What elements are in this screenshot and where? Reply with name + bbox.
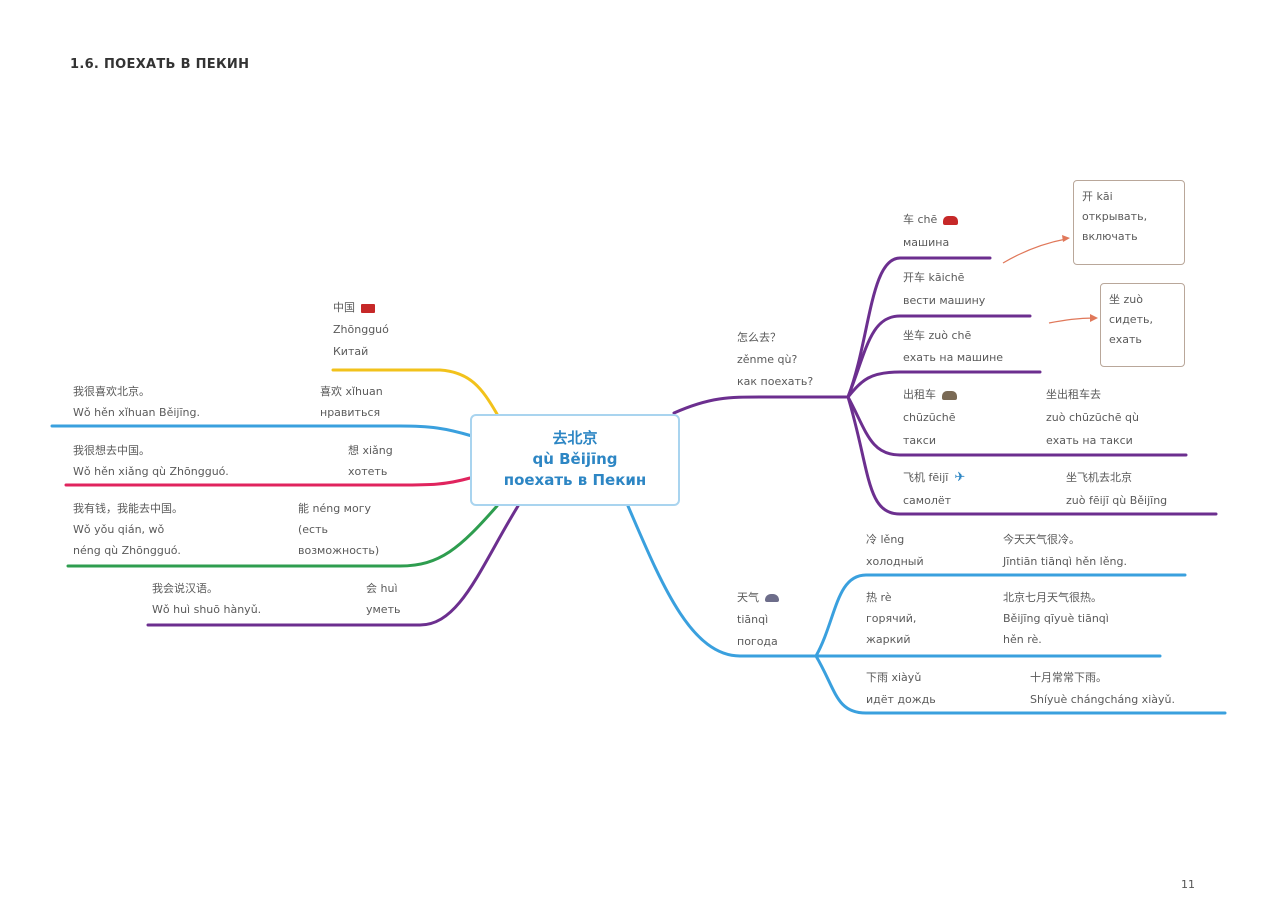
branch-taxi (846, 395, 1188, 457)
leng-example-hanzi: 今天天气很冷。 (1003, 533, 1080, 546)
re-word: 热 rè (866, 591, 892, 604)
plane-russian: самолёт (903, 494, 952, 507)
neng-word: 能 néng могу (298, 502, 372, 515)
xiang-word: 想 xiǎng (348, 444, 393, 457)
branch-xihuan (50, 424, 474, 438)
zuoche-word: 坐车 zuò chē (903, 329, 972, 342)
xiang-russian: хотеть (348, 465, 388, 478)
weather-word: 天气 (737, 588, 779, 608)
arrowhead-kai (1062, 235, 1070, 242)
central-pinyin: qù Běijīng (532, 450, 618, 468)
note-kai: 开 kāi открывать, включать (1073, 180, 1185, 265)
xihuan-example-hanzi: 我很喜欢北京。 (73, 385, 150, 398)
zuoche-russian: ехать на машине (903, 351, 1004, 364)
hui-example-pinyin: Wǒ huì shuō hànyǔ. (152, 603, 262, 616)
re-example-pinyin-1: Běijīng qīyuè tiānqì (1003, 612, 1109, 625)
re-example-pinyin-2: hěn rè. (1003, 633, 1042, 646)
xiang-example-hanzi: 我很想去中国。 (73, 444, 150, 457)
plane-icon: ✈ (954, 470, 966, 485)
branch-neng (66, 504, 499, 568)
note-zuo: 坐 zuò сидеть, ехать (1100, 283, 1185, 367)
taxi-example-russian: ехать на такси (1046, 434, 1133, 447)
arrowhead-zuo (1090, 314, 1098, 322)
car-icon (943, 215, 959, 225)
xiayu-example-hanzi: 十月常常下雨。 (1030, 671, 1107, 684)
hui-example-hanzi: 我会说汉语。 (152, 582, 218, 595)
arrow-to-zuo-note (1048, 317, 1095, 324)
xiang-example-pinyin: Wǒ hěn xiǎng qù Zhōngguó. (73, 465, 229, 478)
xihuan-russian: нравиться (320, 406, 381, 419)
neng-russian-2: возможность) (298, 544, 380, 557)
branch-zuoche (846, 370, 1042, 399)
arrow-to-kai-note (1002, 238, 1067, 264)
neng-russian-1: (есть (298, 523, 328, 536)
china-pinyin: Zhōngguó (333, 323, 389, 336)
how-russian: как поехать? (737, 375, 814, 388)
weather-cloud-icon (765, 594, 779, 602)
branch-kaiche (846, 314, 1032, 399)
kaiche-word: 开车 kāichē (903, 271, 965, 284)
weather-russian: погода (737, 635, 778, 648)
xihuan-word: 喜欢 xǐhuan (320, 385, 383, 398)
china-russian: Китай (333, 345, 369, 358)
xihuan-example-pinyin: Wǒ hěn xǐhuan Běijīng. (73, 406, 200, 419)
branch-weather (626, 504, 818, 658)
branch-how (672, 395, 850, 415)
re-example-hanzi: 北京七月天气很热。 (1003, 591, 1102, 604)
page-heading: 1.6. ПОЕХАТЬ В ПЕКИН (70, 57, 250, 72)
leng-russian: холодный (866, 555, 924, 568)
central-topic: 去北京 qù Běijīng поехать в Пекин (470, 414, 680, 506)
branch-plane (846, 395, 1218, 516)
plane-word: 飞机 fēijī✈ (903, 468, 965, 488)
leng-example-pinyin: Jīntiān tiānqì hěn lěng. (1003, 555, 1127, 568)
kaiche-russian: вести машину (903, 294, 986, 307)
how-hanzi: 怎么去？ (737, 331, 781, 344)
xiayu-word: 下雨 xiàyǔ (866, 671, 922, 684)
central-hanzi: 去北京 (552, 429, 598, 447)
taxi-example-hanzi: 坐出租车去 (1046, 388, 1101, 401)
hui-word: 会 huì (366, 582, 398, 595)
taxi-pinyin: chūzūchē (903, 411, 956, 424)
china-word: 中国 (333, 298, 375, 318)
che-word: 车 chē (903, 210, 959, 230)
neng-example-pinyin-1: Wǒ yǒu qián, wǒ (73, 523, 165, 536)
neng-example-pinyin-2: néng qù Zhōngguó. (73, 544, 181, 557)
branch-xiang (64, 476, 472, 487)
taxi-russian: такси (903, 434, 936, 447)
xiayu-example-pinyin: Shíyuè chángcháng xiàyǔ. (1030, 693, 1175, 706)
how-pinyin: zěnme qù? (737, 353, 798, 366)
leng-word: 冷 lěng (866, 533, 905, 546)
taxi-word: 出租车 (903, 385, 957, 405)
taxi-icon (942, 390, 957, 400)
hui-russian: уметь (366, 603, 401, 616)
plane-example-pinyin: zuò fēijī qù Běijīng (1066, 494, 1168, 507)
branch-china (331, 368, 499, 416)
re-russian-1: горячий, (866, 612, 917, 625)
weather-pinyin: tiānqì (737, 613, 769, 626)
branch-hui (146, 504, 520, 627)
che-russian: машина (903, 236, 950, 249)
china-flag-icon (361, 303, 375, 313)
neng-example-hanzi: 我有钱，我能去中国。 (73, 502, 183, 515)
branch-xiayu (814, 654, 1227, 715)
page-number: 11 (1181, 878, 1195, 891)
plane-example-hanzi: 坐飞机去北京 (1066, 471, 1132, 484)
central-russian: поехать в Пекин (503, 471, 647, 489)
branch-leng (814, 573, 1187, 658)
taxi-example-pinyin: zuò chūzūchē qù (1046, 411, 1139, 424)
re-russian-2: жаркий (866, 633, 911, 646)
xiayu-russian: идёт дождь (866, 693, 936, 706)
